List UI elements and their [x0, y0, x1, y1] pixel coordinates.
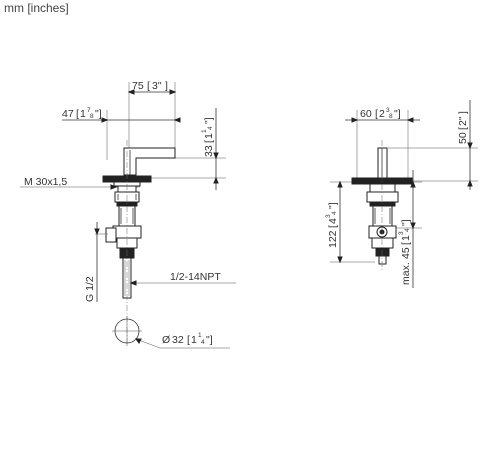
right-valve-body — [366, 183, 399, 265]
svg-text:1: 1 — [80, 108, 86, 120]
dimension-max-thickness: max. 45 [ 1 3 4 "] — [380, 170, 422, 288]
hole-diameter-mm: 32 — [172, 334, 184, 346]
svg-text:8: 8 — [90, 113, 94, 120]
hole-diameter-symbol: Ø — [162, 334, 170, 346]
dimension-total-height: 122 [ 4 3 4 "] — [325, 180, 375, 264]
svg-text:[: [ — [327, 225, 339, 228]
units-label: mm [inches] — [4, 1, 69, 15]
svg-text:"]: "] — [206, 334, 213, 346]
svg-text:4: 4 — [331, 211, 338, 215]
side-connector — [105, 227, 117, 243]
svg-text:"]: "] — [327, 202, 339, 209]
svg-text:[: [ — [76, 108, 79, 120]
dimension-right-width: 60 [ 2 3 8 "] — [345, 107, 420, 180]
npt-callout: 1/2-14NPT — [129, 271, 236, 286]
mounting-hole: Ø 32 [ 1 1 4 "] — [112, 316, 230, 349]
width-top-mm: 75 — [132, 80, 144, 92]
svg-text:3: 3 — [398, 231, 405, 235]
svg-text:]: ] — [165, 80, 168, 92]
handle-height-in: 2" — [457, 116, 469, 126]
svg-text:7: 7 — [87, 107, 91, 114]
svg-text:[: [ — [375, 108, 378, 120]
svg-text:2: 2 — [379, 108, 385, 120]
svg-text:1: 1 — [201, 129, 208, 133]
right-width-mm: 60 — [360, 108, 372, 120]
right-view: 60 [ 2 3 8 "] 50 [ 2" ] 122 [ — [325, 100, 478, 288]
max-thickness-mm: 45 — [400, 247, 412, 259]
svg-text:1: 1 — [191, 334, 197, 346]
left-view: 75 [ 3" ] 47 [ 1 7 8 "] 33 — [20, 80, 236, 349]
dimension-width-body: 47 [ 1 7 8 "] — [62, 107, 181, 160]
svg-text:4: 4 — [404, 228, 411, 232]
svg-text:"]: "] — [95, 108, 102, 120]
svg-text:"]: "] — [400, 219, 412, 226]
svg-text:3: 3 — [325, 214, 332, 218]
svg-text:[: [ — [147, 80, 150, 92]
svg-text:8: 8 — [389, 113, 393, 120]
svg-text:1: 1 — [198, 332, 202, 339]
svg-text:4: 4 — [201, 339, 205, 346]
svg-text:1: 1 — [203, 133, 215, 139]
width-top-in: 3" — [152, 80, 162, 92]
svg-text:1: 1 — [400, 235, 412, 241]
handle-height-mm: 50 — [457, 132, 469, 144]
lever-handle — [123, 147, 176, 176]
svg-text:[: [ — [457, 127, 469, 130]
pipe-thread-callout: G 1/2 — [84, 222, 108, 302]
svg-text:"]: "] — [394, 108, 401, 120]
total-height-mm: 122 — [327, 230, 339, 248]
svg-text:"]: "] — [203, 117, 215, 124]
thread-label: M 30x1,5 — [24, 176, 67, 188]
npt-label: 1/2-14NPT — [170, 271, 221, 283]
svg-text:[: [ — [203, 140, 215, 143]
dimension-width-top: 75 [ 3" ] — [127, 80, 177, 158]
dimension-handle-height: 50 [ 2" ] — [388, 100, 478, 190]
svg-text:4: 4 — [327, 218, 339, 224]
svg-text:4: 4 — [207, 126, 214, 130]
svg-text:3: 3 — [386, 107, 390, 114]
handle-stem — [377, 147, 388, 179]
max-thickness-prefix: max. — [400, 262, 412, 285]
svg-text:[: [ — [187, 334, 190, 346]
svg-text:[: [ — [400, 242, 412, 245]
width-body-mm: 47 — [62, 108, 74, 120]
pipe-thread-label: G 1/2 — [84, 276, 96, 302]
svg-text:]: ] — [457, 111, 469, 114]
svg-text:33: 33 — [203, 145, 215, 157]
